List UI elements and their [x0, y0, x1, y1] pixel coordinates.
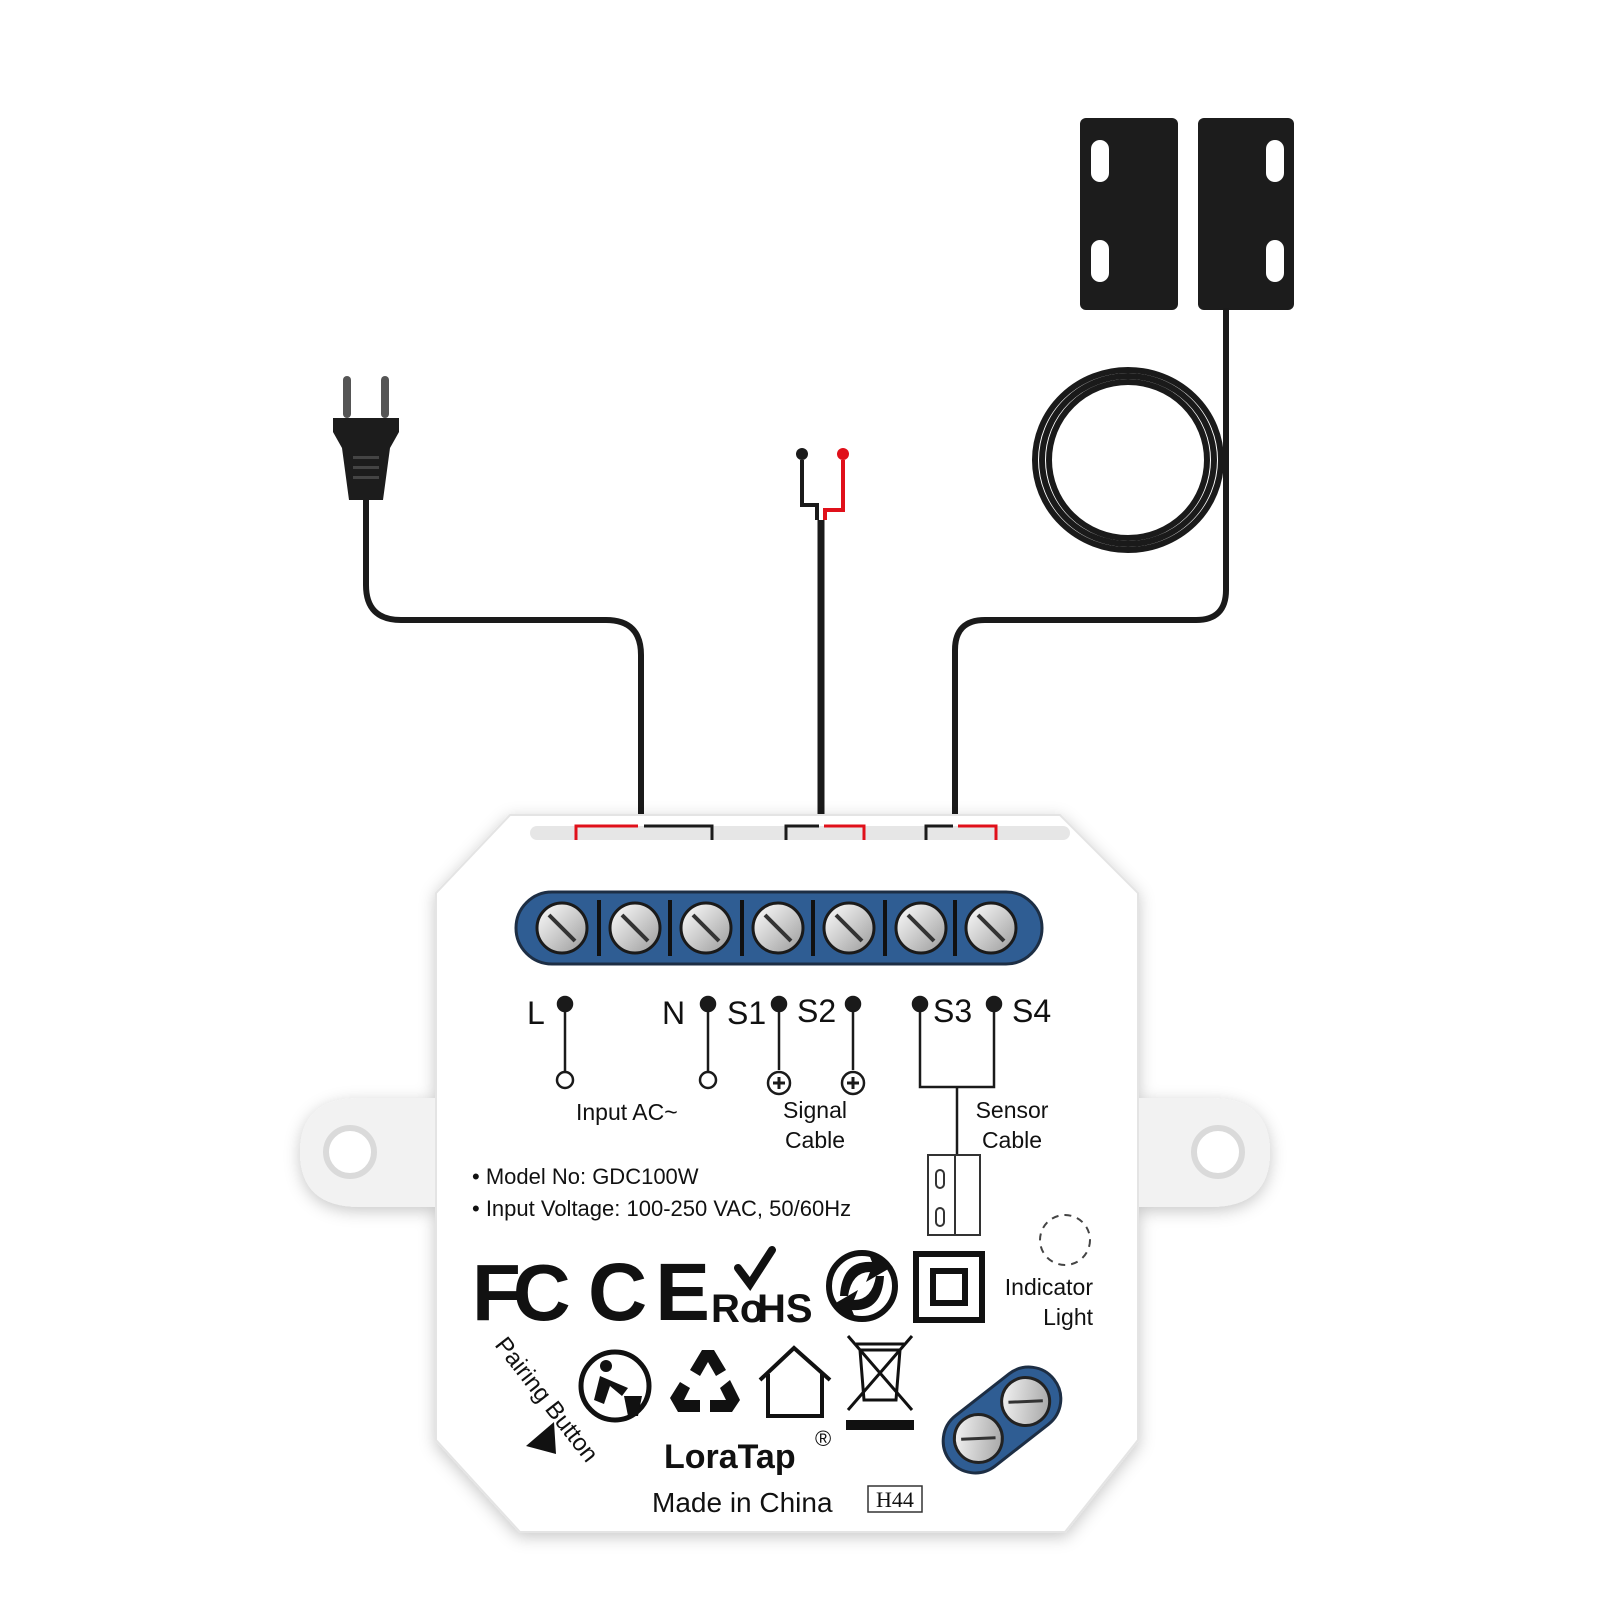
sensor-cable-label-1: Sensor: [976, 1097, 1049, 1123]
ce-logo: CE: [588, 1247, 718, 1338]
double-insulation-icon: [913, 1251, 985, 1323]
terminal-label-s4: S4: [1012, 993, 1051, 1029]
power-cable: [363, 500, 644, 820]
rohs-hs: HS: [757, 1287, 813, 1331]
indicator-light: [1039, 1214, 1091, 1266]
rohs-ro: Ro: [711, 1287, 764, 1331]
code-box: [867, 1485, 923, 1513]
indicator-label-2: Light: [1043, 1304, 1093, 1330]
reed-switch-symbol: [927, 1154, 981, 1236]
terminal-screw: [740, 900, 805, 956]
terminal-label-l: L: [527, 995, 545, 1031]
sensor-cable-label-2: Cable: [982, 1127, 1042, 1153]
wire-entry-ends: [574, 824, 998, 840]
terminal-screw: [597, 900, 662, 956]
house-icon: [758, 1345, 832, 1418]
model-number: • Model No: GDC100W: [472, 1164, 699, 1189]
terminal-screw: [668, 900, 733, 956]
indicator-label-1: Indicator: [1005, 1274, 1094, 1300]
sensor-cable: [952, 308, 1229, 820]
terminal-block: [514, 890, 1044, 966]
signal-cable-label-2: Cable: [785, 1127, 845, 1153]
terminal-label-s1: S1: [727, 995, 766, 1031]
green-dot-icon: [826, 1250, 898, 1322]
terminal-screw: [811, 900, 876, 956]
recycle-icon: [670, 1350, 740, 1412]
rohs-check-icon: [734, 1246, 776, 1291]
model-code: H44: [876, 1487, 914, 1512]
pairing-arrow-icon: [526, 1422, 556, 1454]
input-voltage: • Input Voltage: 100-250 VAC, 50/60Hz: [472, 1196, 851, 1221]
terminal-label-s3: S3: [933, 993, 972, 1029]
magnetic-sensor: [1080, 118, 1294, 310]
made-in-china: Made in China: [652, 1487, 833, 1518]
fcc-logo: FC: [472, 1248, 569, 1337]
terminal-screw: [953, 900, 1018, 956]
lower-terminal: [941, 1365, 1063, 1475]
weee-bin-icon: [846, 1335, 914, 1430]
terminal-wiring: [555, 995, 1003, 1155]
input-ac-label: Input AC~: [576, 1099, 678, 1125]
terminal-screw: [883, 900, 948, 956]
brand-name: LoraTap: [664, 1438, 796, 1476]
terminal-label-n: N: [662, 995, 685, 1031]
signal-cable: [796, 448, 849, 822]
terminal-label-s2: S2: [797, 993, 836, 1029]
certification-logos: FC CE Ro HS: [472, 1246, 985, 1338]
power-plug: [333, 376, 399, 500]
mount-hole-right: [1191, 1125, 1245, 1179]
tidyman-icon: [578, 1349, 652, 1423]
mount-hole-left: [323, 1125, 377, 1179]
terminal-screw: [535, 901, 589, 955]
registered-mark: ®: [815, 1426, 831, 1451]
signal-cable-label-1: Signal: [783, 1097, 847, 1123]
disposal-logos: [578, 1335, 914, 1430]
